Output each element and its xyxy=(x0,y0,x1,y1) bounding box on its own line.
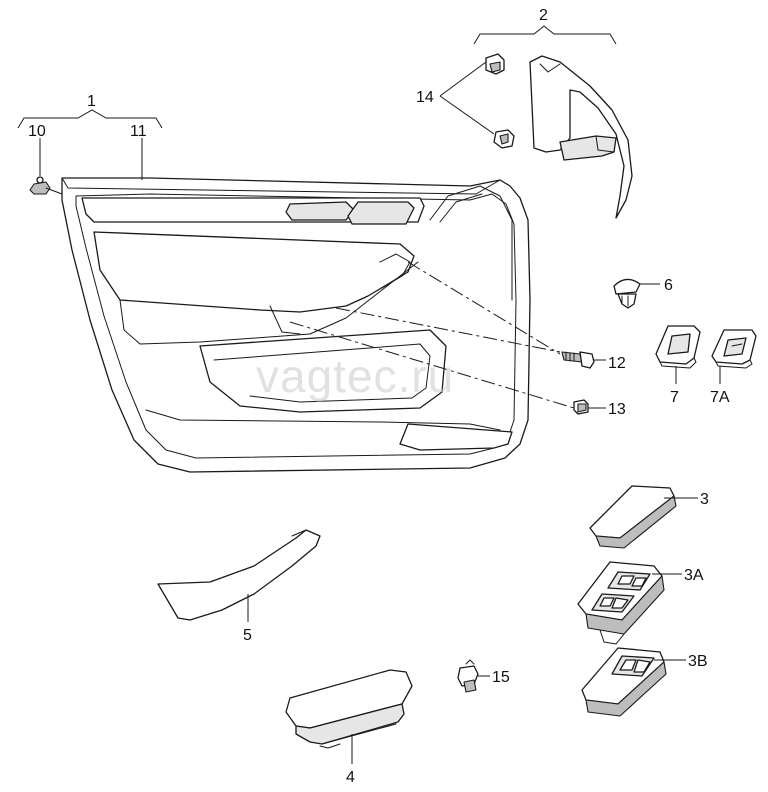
storage-bin-part-4 xyxy=(285,669,413,749)
callout-1: 1 xyxy=(87,93,96,110)
callout-3a: 3A xyxy=(684,567,704,584)
clip-part-14-lower xyxy=(493,129,515,149)
clip-part-14-upper xyxy=(485,53,505,75)
door-trim-panel xyxy=(61,177,531,473)
switch-bezel-part-7 xyxy=(655,325,701,369)
callout-5: 5 xyxy=(243,627,252,644)
callout-3b: 3B xyxy=(688,653,708,670)
screw-part-12 xyxy=(561,351,595,369)
callout-7: 7 xyxy=(670,389,679,406)
callout-11: 11 xyxy=(130,123,147,140)
trim-strip-part-5 xyxy=(157,529,321,621)
callout-3: 3 xyxy=(700,491,709,508)
callout-14: 14 xyxy=(416,89,434,106)
clip-part-15 xyxy=(457,659,479,693)
callout-6: 6 xyxy=(664,277,673,294)
screw-part-10 xyxy=(29,176,63,195)
callout-13: 13 xyxy=(608,401,626,418)
switch-cover-part-3 xyxy=(589,485,677,549)
corner-cap-part-2 xyxy=(529,55,633,219)
window-switch-part-3b xyxy=(581,647,667,717)
callout-4: 4 xyxy=(346,769,355,786)
window-switch-part-3a xyxy=(577,561,665,645)
callout-12: 12 xyxy=(608,355,626,372)
callout-7a: 7A xyxy=(710,389,730,406)
switch-bezel-part-7a xyxy=(711,329,757,369)
callout-2: 2 xyxy=(539,7,548,24)
callout-15: 15 xyxy=(492,669,510,686)
watermark-text: vagtec.ru xyxy=(256,350,454,402)
callout-10: 10 xyxy=(28,123,46,140)
clip-nut-part-13 xyxy=(573,399,589,415)
clip-part-6 xyxy=(613,278,641,309)
